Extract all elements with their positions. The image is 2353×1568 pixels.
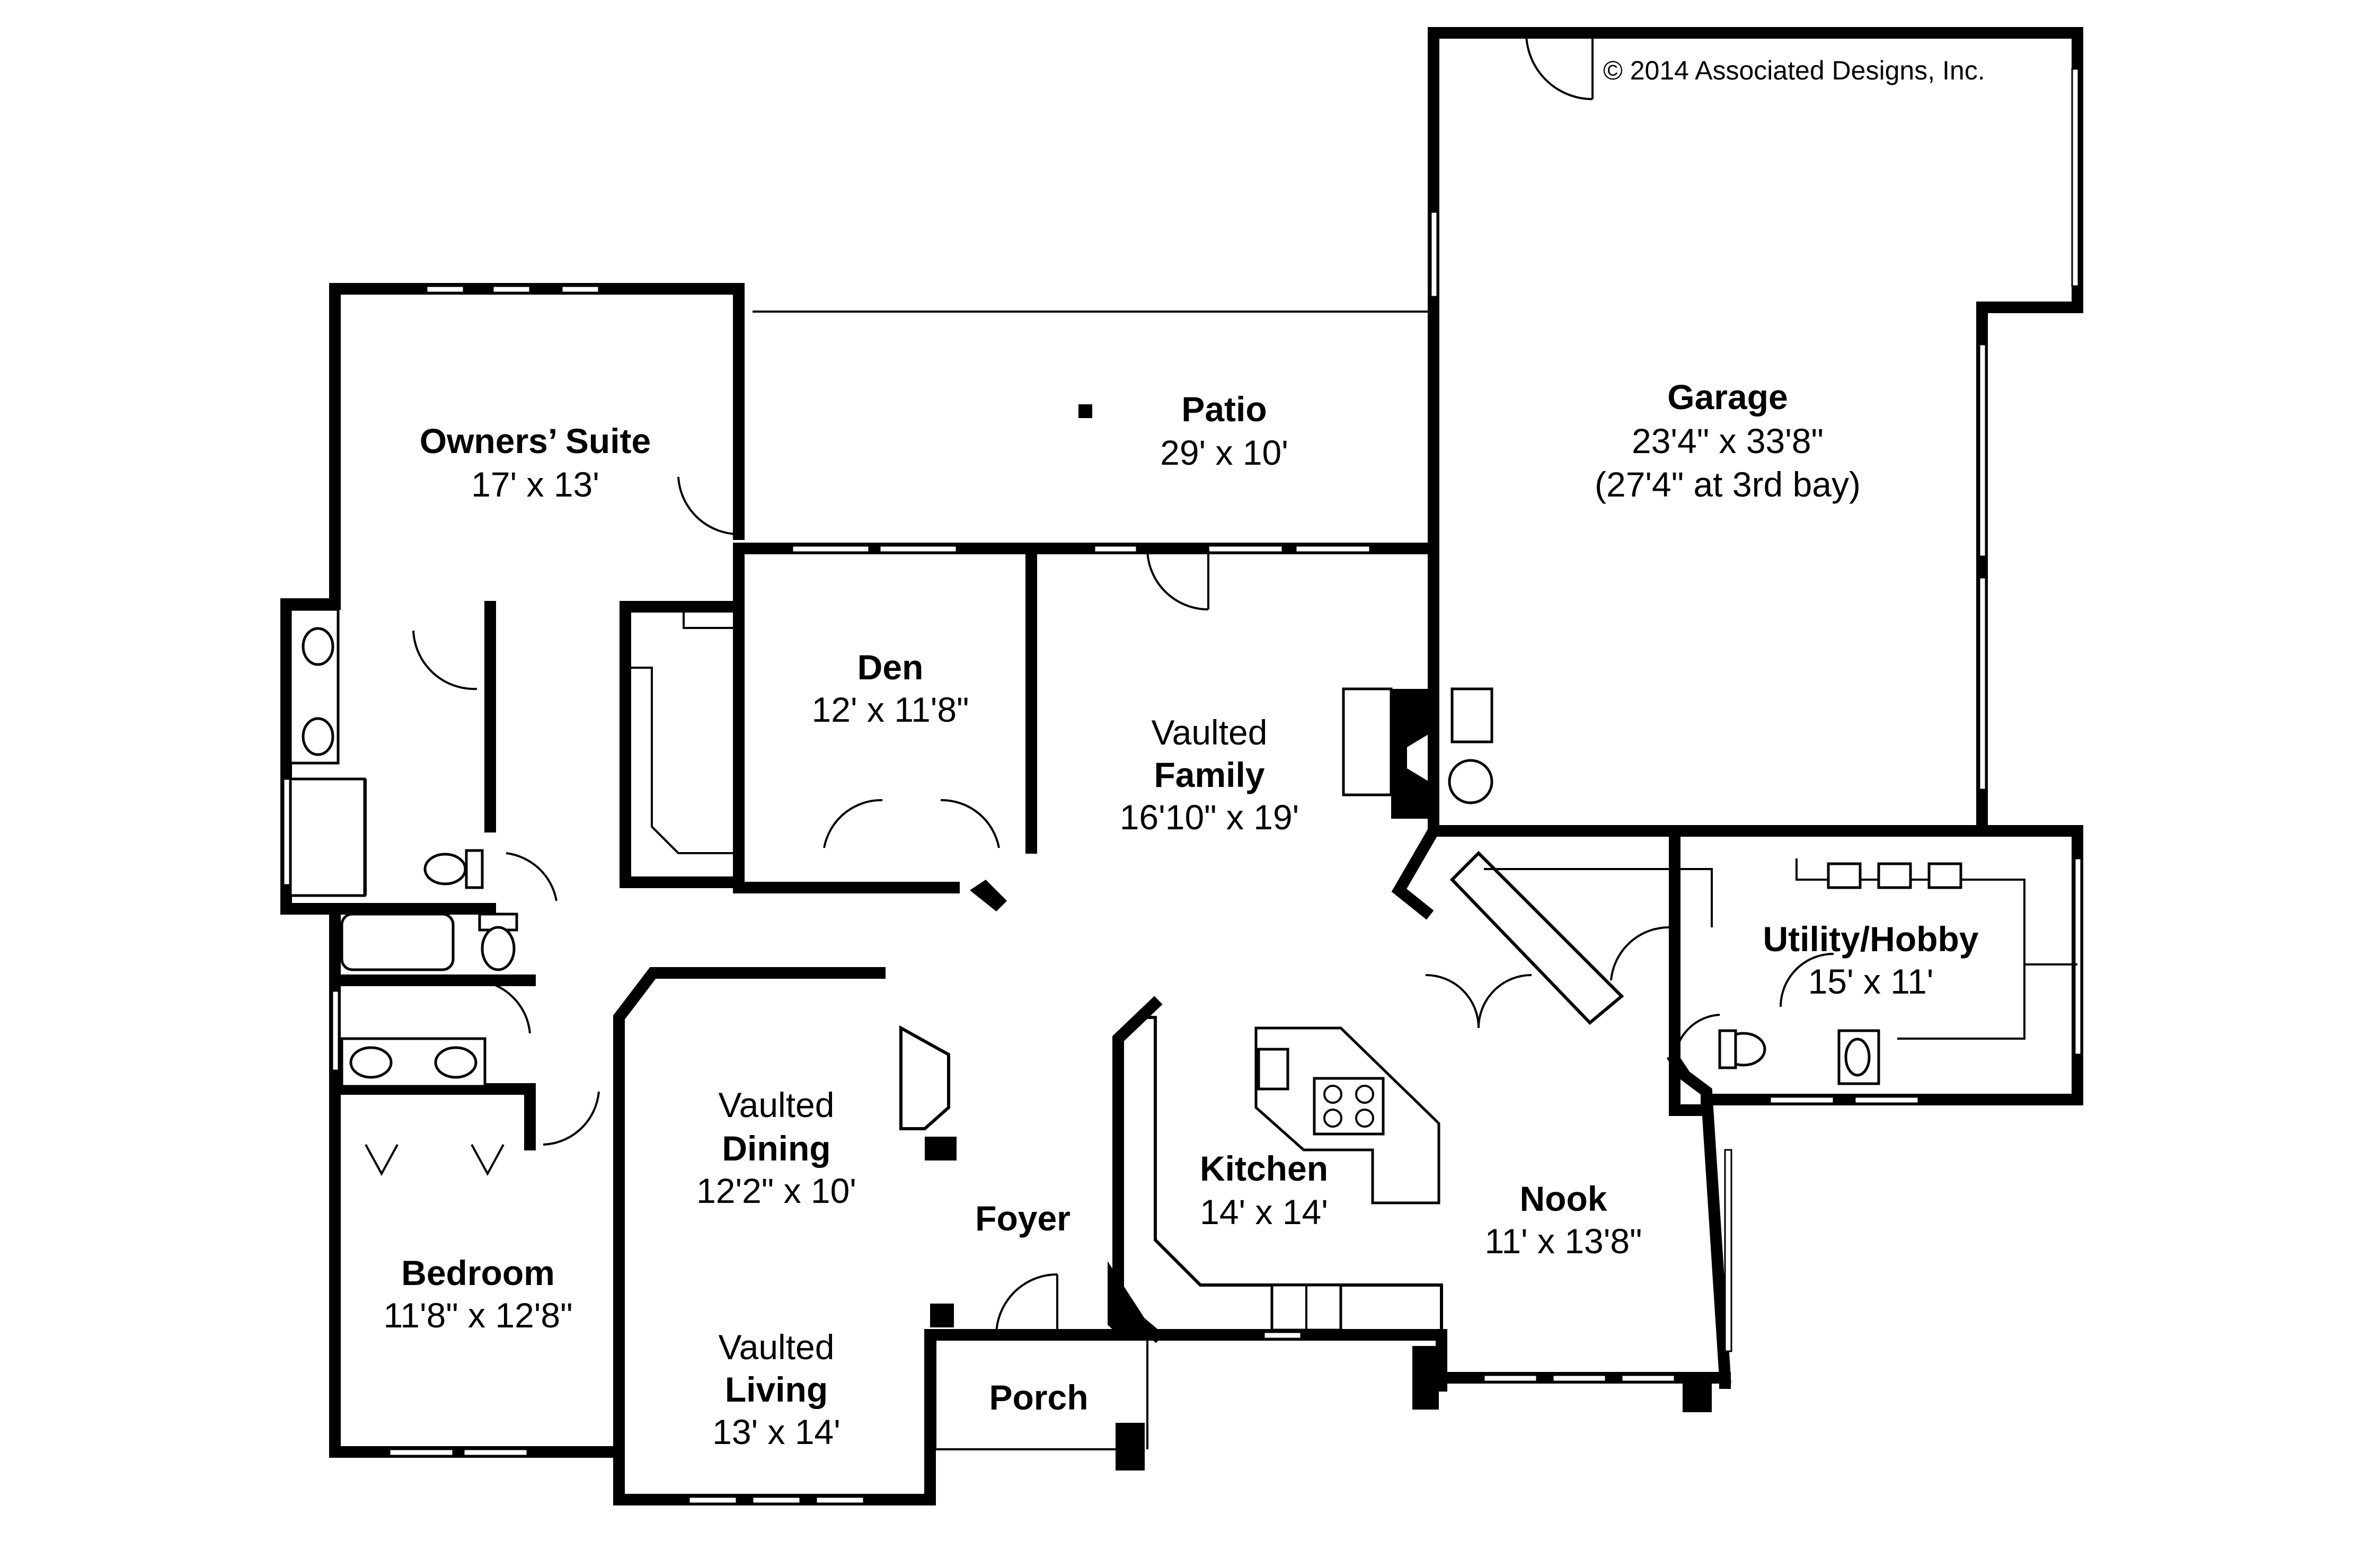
family-dims: 16'10" x 19' [1120, 798, 1299, 837]
nook-dims: 11' x 13'8" [1485, 1221, 1642, 1261]
fixtures [289, 607, 2077, 1470]
porch-name: Porch [989, 1378, 1088, 1417]
utility-name: Utility/Hobby [1763, 919, 1979, 959]
patio-dims: 29' x 10' [1160, 433, 1288, 472]
kitchen-name: Kitchen [1200, 1149, 1328, 1188]
living-dims: 13' x 14' [712, 1412, 841, 1451]
den-name: Den [857, 648, 924, 687]
windows [282, 68, 2082, 1504]
utility-dims: 15' x 11' [1808, 962, 1934, 1001]
copyright-text: © 2014 Associated Designs, Inc. [1603, 56, 1985, 85]
owners-suite-dims: 17' x 13' [471, 465, 599, 504]
dining-prefix: Vaulted [719, 1085, 835, 1124]
nook-name: Nook [1520, 1179, 1607, 1218]
garage-dims: 23'4" x 33'8" [1632, 421, 1824, 460]
garage-name: Garage [1667, 377, 1788, 417]
dining-dims: 12'2" x 10' [696, 1171, 856, 1210]
kitchen-dims: 14' x 14' [1200, 1192, 1328, 1232]
patio-post [1078, 404, 1092, 418]
doors [365, 32, 1834, 1335]
den-dims: 12' x 11'8" [812, 690, 969, 729]
foyer-name: Foyer [975, 1199, 1071, 1238]
owners-suite-name: Owners’ Suite [420, 421, 651, 460]
living-name: Living [725, 1370, 828, 1409]
family-name: Family [1154, 755, 1264, 794]
living-prefix: Vaulted [719, 1327, 835, 1367]
bedroom-name: Bedroom [401, 1253, 555, 1292]
garage-note: (27'4" at 3rd bay) [1595, 465, 1861, 504]
patio-name: Patio [1181, 389, 1267, 429]
family-prefix: Vaulted [1152, 713, 1268, 752]
dining-name: Dining [722, 1129, 830, 1168]
bedroom-dims: 11'8" x 12'8" [383, 1296, 572, 1335]
